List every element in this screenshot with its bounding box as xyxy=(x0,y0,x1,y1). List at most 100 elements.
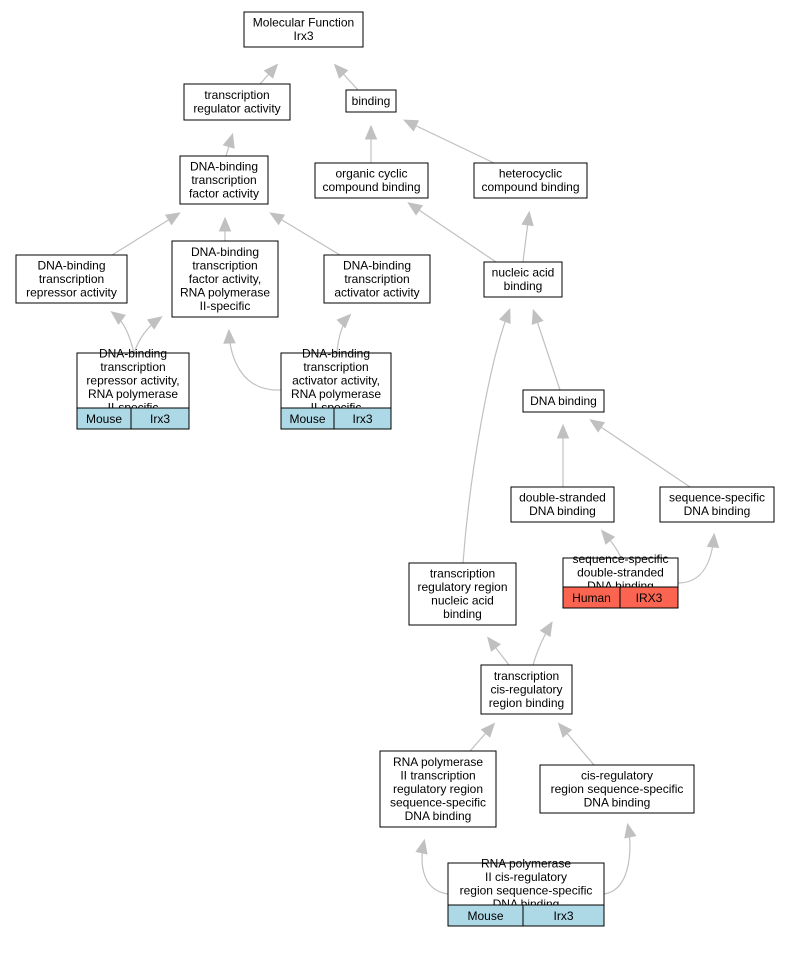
node-label-line: transcription xyxy=(191,173,256,187)
node-label-line: binding xyxy=(352,94,391,108)
edge-dbtfarp-to-dbtfa xyxy=(218,216,232,241)
edge-dbtra-to-dbtfa xyxy=(111,212,181,256)
node-box xyxy=(522,389,605,413)
arrowhead-icon xyxy=(624,822,637,839)
arrowhead-icon xyxy=(589,419,606,433)
edges-layer xyxy=(110,63,720,895)
node-box xyxy=(408,562,517,626)
node-label-line: factor activity xyxy=(189,186,259,200)
node-box xyxy=(539,764,695,814)
edge-dbtfa-to-tra xyxy=(222,132,235,157)
edge-crrssdb-to-tcrrb xyxy=(557,722,595,766)
node-label-line: RNA polymerase xyxy=(393,755,483,769)
node-box xyxy=(510,486,615,523)
arrowhead-icon xyxy=(146,316,163,330)
gene-label: IRX3 xyxy=(636,591,663,605)
node-label-line: DNA binding xyxy=(529,504,596,518)
arrowhead-icon xyxy=(415,838,428,855)
edge-tcrrb-to-ssdsdb xyxy=(532,621,553,666)
node-label-line: region binding xyxy=(489,696,564,710)
arrowhead-icon xyxy=(223,328,236,344)
node-label-line: transcription xyxy=(494,669,559,683)
edge-rp2crrssdb-to-rp2trrssdb xyxy=(415,838,449,895)
edge-dbtrarp-to-dbtfarp xyxy=(133,316,163,354)
arrowhead-icon xyxy=(557,722,573,738)
edge-dbtaarp-to-dbtaa xyxy=(336,313,352,354)
node-box xyxy=(323,254,431,304)
node-label-line: nucleic acid xyxy=(431,594,494,608)
node-box xyxy=(473,162,588,199)
node-label-line: transcription xyxy=(303,360,368,374)
arrowhead-icon xyxy=(110,311,126,325)
node-label-line: region sequence-specific xyxy=(460,884,593,898)
gene-label: Irx3 xyxy=(150,412,170,426)
gene-tag xyxy=(522,904,605,927)
arrowhead-icon xyxy=(499,307,511,324)
node-box xyxy=(345,89,397,113)
node-label-line: DNA binding xyxy=(684,504,751,518)
gene-tag xyxy=(333,407,392,430)
arrowhead-icon xyxy=(336,313,352,329)
edge-dnab-to-nab xyxy=(531,308,561,391)
species-label: Mouse xyxy=(467,909,503,923)
node-label-line: II-specific xyxy=(200,299,251,313)
node-label-line: RNA polymerase xyxy=(291,387,381,401)
arrowhead-icon xyxy=(531,308,544,325)
node-label-line: RNA polymerase xyxy=(180,285,270,299)
edge-ocb-to-binding xyxy=(364,124,378,163)
node-label-line: DNA-binding xyxy=(302,346,370,360)
go-term-node-binding[interactable]: binding xyxy=(345,89,397,113)
arrowhead-icon xyxy=(539,621,553,638)
node-label-line: heterocyclic xyxy=(499,167,562,181)
node-label-line: DNA binding xyxy=(405,809,472,823)
node-label-line: transcription xyxy=(344,272,409,286)
go-term-node-dnab[interactable]: DNA binding xyxy=(522,389,605,413)
node-box xyxy=(379,750,497,828)
node-label-line: II transcription xyxy=(400,768,475,782)
edge-dbtaa-to-dbtfa xyxy=(269,212,341,256)
edge-ssdsdb-to-dsdb xyxy=(600,529,622,559)
arrowhead-icon xyxy=(706,532,720,549)
arrowhead-icon xyxy=(403,119,420,132)
gene-tag xyxy=(619,586,679,609)
node-label-line: Molecular Function xyxy=(253,16,354,30)
node-box xyxy=(243,11,364,48)
node-box xyxy=(483,261,563,298)
node-box xyxy=(171,240,279,318)
node-label-line: cis-regulatory xyxy=(490,682,562,696)
node-label-line: region sequence-specific xyxy=(551,782,684,796)
edge-ssdb-to-dnab xyxy=(589,419,691,488)
gene-label: Irx3 xyxy=(352,412,372,426)
node-label-line: factor activity, xyxy=(189,272,261,286)
species-label: Mouse xyxy=(289,412,325,426)
node-label-line: transcription xyxy=(39,272,104,286)
arrowhead-icon xyxy=(263,63,279,79)
node-label-line: RNA polymerase xyxy=(88,387,178,401)
arrowhead-icon xyxy=(222,132,235,149)
edge-hcb-to-binding xyxy=(403,119,495,164)
edge-nab-to-hcb xyxy=(521,210,534,263)
node-label-line: cis-regulatory xyxy=(581,768,653,782)
node-label-line: binding xyxy=(504,279,543,293)
node-label-line: double-stranded xyxy=(577,565,664,579)
edge-tcrrb-to-trrnab xyxy=(486,636,510,666)
